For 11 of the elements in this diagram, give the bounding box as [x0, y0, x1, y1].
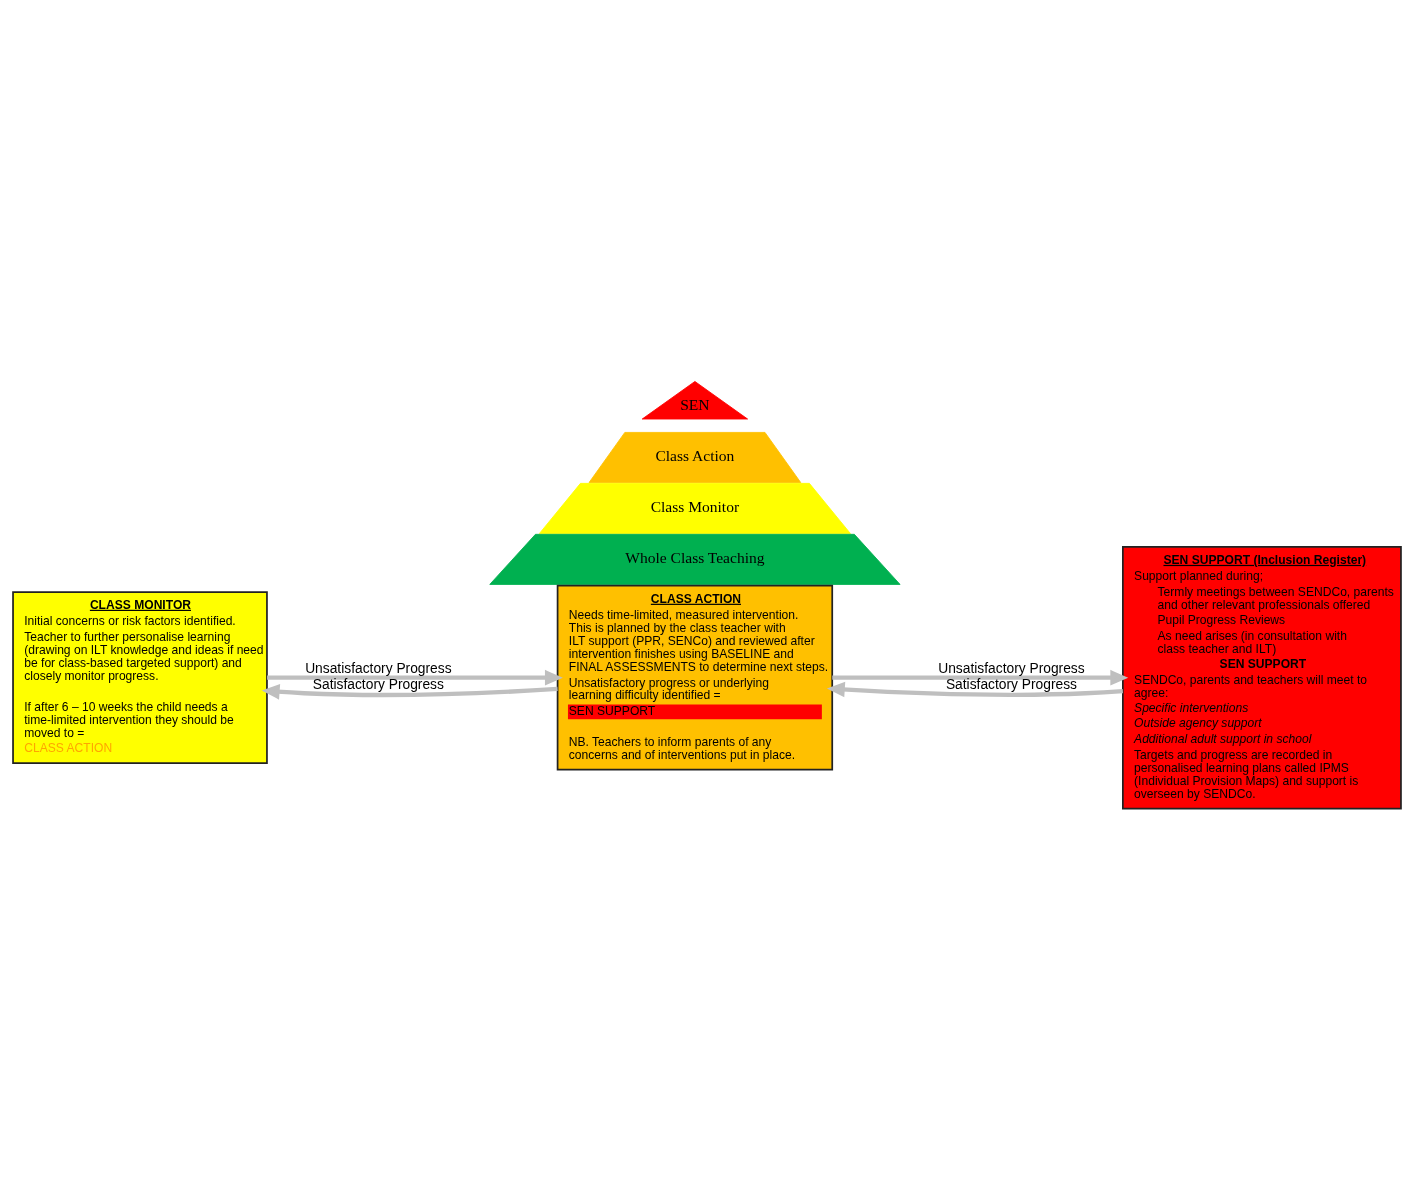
edge-label: Unsatisfactory Progress — [938, 659, 1085, 676]
edge-label: Satisfactory Progress — [945, 675, 1078, 692]
node-box: CLASS ACTION Needs time-limited, measured intervention. This is planned by the class teacher with ILT support (PPR, SENCo) and reviewed after intervention finishes using BASELINE and FINAL ASSESSMENTS to determine next steps. Unsatisfactory progress or underlying learning difficulty identified = SEN SUPPORT NB. Teachers to inform parents of any concerns and of interventions put in place. — [556, 584, 834, 771]
arrow — [832, 669, 1129, 686]
arrow — [267, 669, 563, 686]
edge-label: Satisfactory Progress — [312, 675, 444, 692]
node-box: SEN SUPPORT (Inclusion Register) Support planned during; Termly meetings between SENDCo, parents and other relevant professionals offered Pupil Progress Reviews As need arises (in consultation with class teacher and ILT) SEN SUPPORT SENDCo, parents and teachers will meet to agree: Specific interventions Outside agency support Additional adult support in school Targets and progress are recorded in personalised learning plans called IPMS (Individual Provision Maps) and support is overseen by SENDCo. — [1122, 545, 1402, 809]
arrow — [261, 683, 558, 700]
node-box: CLASS MONITOR Initial concerns or risk factors identified. Teacher to further personalise learning (drawing on ILT knowledge and ideas if need be for class-based targeted support) and closely monitor progress. If after 6 – 10 weeks the child needs a time-limited intervention they should be moved to = CLASS ACTION — [12, 590, 268, 764]
arrow — [826, 681, 1123, 697]
edge-label: Unsatisfactory Progress — [305, 659, 452, 676]
